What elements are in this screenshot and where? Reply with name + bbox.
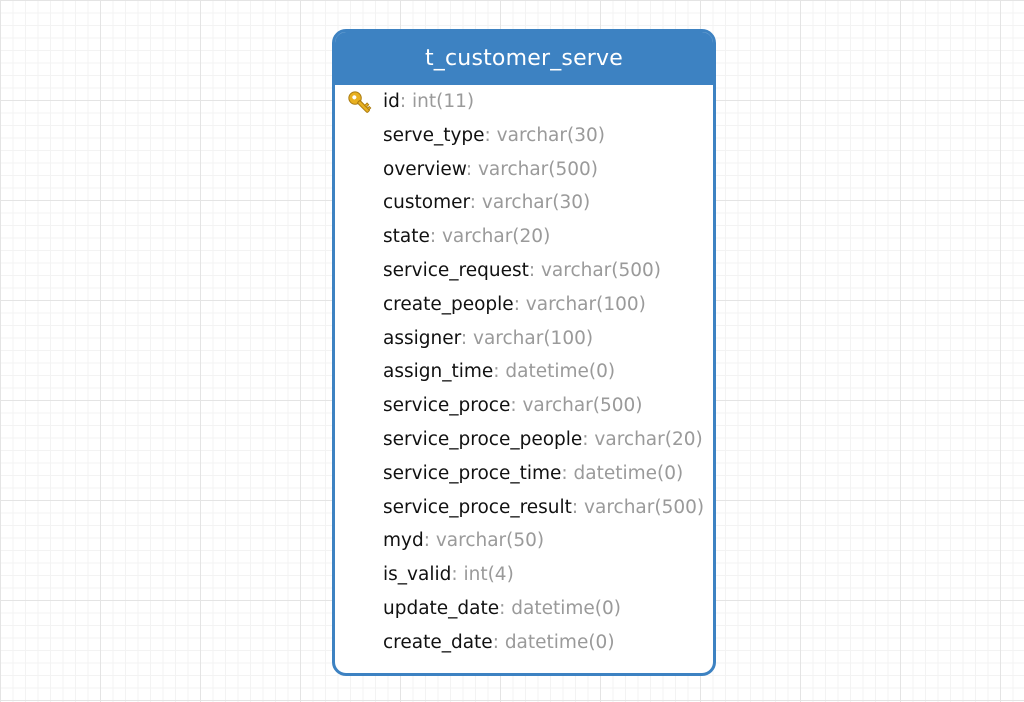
field-name: overview (383, 158, 466, 180)
field-row[interactable]: service_proce_people: varchar(20) (335, 423, 713, 457)
field-type: : varchar(30) (469, 192, 591, 214)
field-name: serve_type (383, 124, 485, 146)
field-row[interactable]: service_proce_time: datetime(0) (335, 457, 713, 491)
field-row[interactable]: is_valid: int(4) (335, 558, 713, 592)
key-icon (348, 91, 372, 113)
field-name: myd (383, 530, 424, 552)
field-type: : datetime(0) (499, 597, 621, 619)
field-name: service_proce_time (383, 462, 562, 484)
field-type: : varchar(30) (484, 124, 605, 146)
field-name: is_valid (383, 564, 452, 586)
field-row[interactable]: service_proce: varchar(500) (335, 389, 713, 423)
field-name: create_people (383, 293, 514, 315)
field-name: assigner (383, 327, 461, 349)
field-type: : datetime(0) (493, 361, 616, 383)
field-name: service_proce_people (383, 428, 583, 450)
field-row[interactable]: assign_time: datetime(0) (335, 355, 713, 389)
field-row[interactable]: serve_type: varchar(30) (335, 119, 713, 153)
field-type: : varchar(100) (460, 327, 594, 349)
field-type: : varchar(20) (582, 428, 703, 450)
field-type: : varchar(500) (465, 158, 599, 180)
field-row[interactable]: overview: varchar(500) (335, 153, 713, 187)
table-entity[interactable]: t_customer_serve id: int(11) serve_type:… (332, 29, 716, 676)
field-row[interactable]: myd: varchar(50) (335, 524, 713, 558)
field-name: service_proce_result (383, 496, 572, 518)
field-name: service_proce (383, 395, 511, 417)
field-row[interactable]: update_date: datetime(0) (335, 592, 713, 626)
field-type: : varchar(20) (429, 226, 551, 248)
field-row[interactable]: create_people: varchar(100) (335, 288, 713, 322)
field-type: : datetime(0) (492, 631, 615, 653)
field-type: : varchar(500) (510, 395, 643, 417)
field-row[interactable]: assigner: varchar(100) (335, 322, 713, 356)
field-type: : int(11) (399, 91, 475, 112)
field-type: : varchar(500) (571, 496, 705, 518)
table-header: t_customer_serve (335, 32, 713, 85)
field-row[interactable]: service_request: varchar(500) (335, 254, 713, 288)
field-list: id: int(11) serve_type: varchar(30) over… (335, 85, 713, 660)
field-row[interactable]: id: int(11) (335, 85, 713, 119)
field-type: : varchar(100) (513, 293, 646, 315)
field-type: : int(4) (451, 564, 514, 586)
field-type: : varchar(500) (528, 259, 662, 281)
field-name: id (383, 91, 400, 112)
field-row[interactable]: create_date: datetime(0) (335, 626, 713, 660)
field-type: : datetime(0) (561, 462, 684, 484)
field-type: : varchar(50) (423, 530, 545, 552)
field-name: service_request (383, 259, 529, 281)
field-name: assign_time (383, 361, 494, 383)
table-name: t_customer_serve (424, 46, 624, 71)
field-name: state (383, 226, 430, 248)
field-row[interactable]: service_proce_result: varchar(500) (335, 491, 713, 525)
field-name: customer (383, 192, 470, 214)
field-name: create_date (383, 631, 493, 653)
field-row[interactable]: state: varchar(20) (335, 220, 713, 254)
field-name: update_date (383, 597, 500, 619)
field-row[interactable]: customer: varchar(30) (335, 186, 713, 220)
